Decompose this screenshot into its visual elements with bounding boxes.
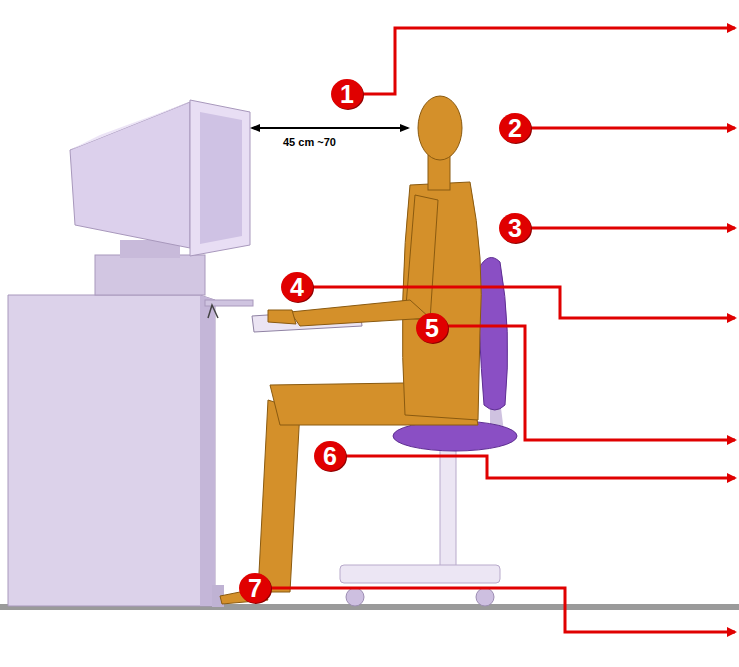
callout-number: 1	[331, 79, 363, 109]
seated-person	[220, 96, 481, 604]
monitor	[70, 100, 250, 295]
desk	[8, 295, 253, 607]
leader-lines	[270, 28, 735, 632]
callout-number: 7	[239, 573, 271, 603]
distance-arrow	[252, 127, 408, 129]
callout-number: 3	[499, 213, 531, 243]
dimension-label: 45 cm ~70	[283, 136, 336, 148]
callout-number: 5	[416, 313, 448, 343]
callout-number: 2	[499, 113, 531, 143]
callout-number: 6	[314, 441, 346, 471]
callout-number: 4	[281, 272, 313, 302]
